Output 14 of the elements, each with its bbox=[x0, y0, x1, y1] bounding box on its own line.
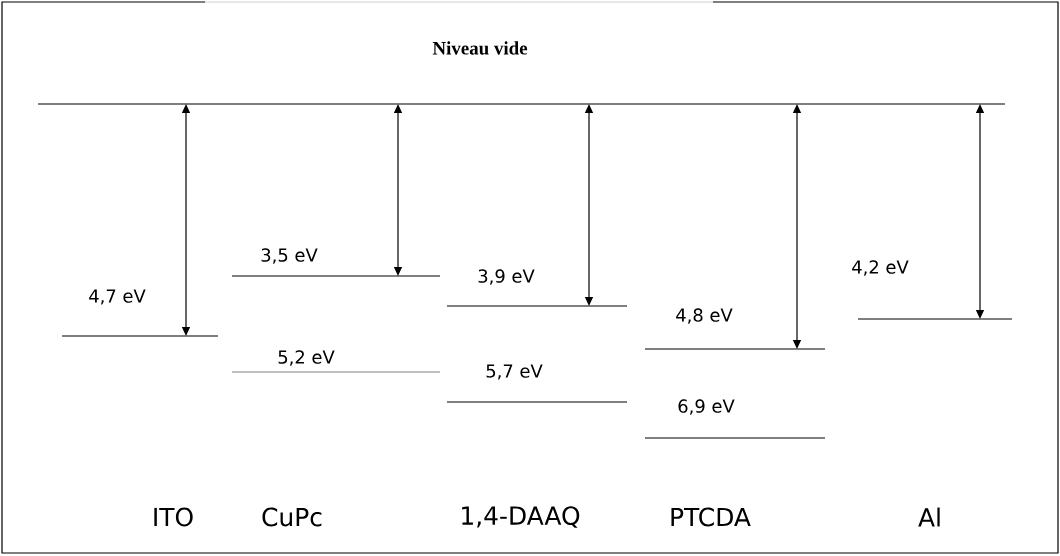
energy-label: 5,7 eV bbox=[486, 364, 543, 380]
energy-label: 5,2 eV bbox=[278, 350, 335, 366]
title: Niveau vide bbox=[432, 41, 528, 55]
material-label: 1,4-DAAQ bbox=[462, 506, 580, 528]
energy-label: 6,9 eV bbox=[678, 399, 735, 415]
energy-label: 3,9 eV bbox=[478, 269, 535, 285]
material-label: CuPc bbox=[262, 507, 322, 527]
material-label: PTCDA bbox=[671, 507, 751, 527]
material-label: ITO bbox=[154, 507, 193, 527]
energy-label: 4,8 eV bbox=[676, 308, 733, 324]
material-label: Al bbox=[918, 507, 940, 527]
energy-label: 4,2 eV bbox=[852, 260, 909, 276]
energy-label: 4,7 eV bbox=[89, 289, 146, 305]
energy-label: 3,5 eV bbox=[261, 248, 318, 264]
